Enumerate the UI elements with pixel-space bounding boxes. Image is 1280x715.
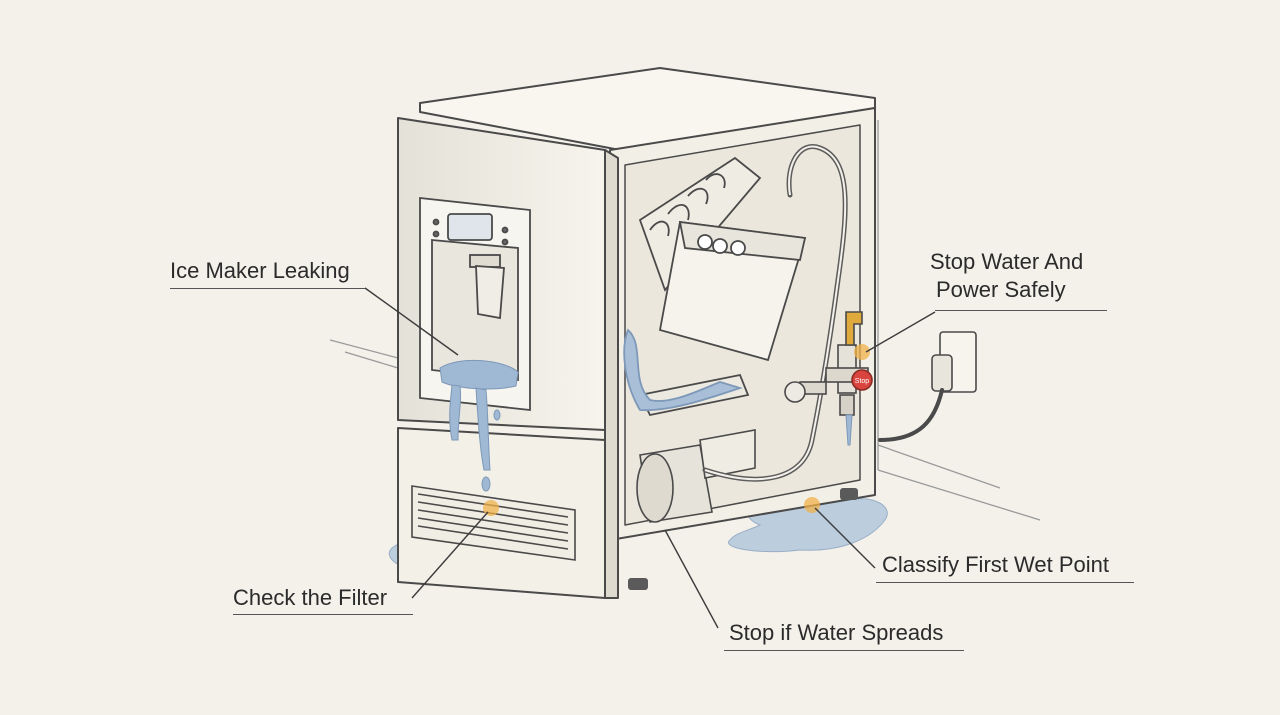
label-classify-wet-point: Classify First Wet Point (882, 552, 1109, 577)
hose-highlight (704, 145, 847, 481)
leader-stop-spreads (664, 529, 719, 629)
valve-drip (845, 414, 853, 446)
dispenser (419, 196, 531, 412)
highlight-markers (483, 344, 870, 516)
leader-ice-maker (364, 287, 459, 356)
shutoff-valve (784, 311, 873, 416)
wall-outlet (931, 331, 977, 393)
label-ice-maker-leaking: Ice Maker Leaking (170, 258, 350, 283)
label-stop-water-line2: Power Safely (936, 277, 1066, 302)
label-stop-water-spreads: Stop if Water Spreads (729, 620, 944, 645)
drip-tray (623, 328, 750, 417)
dispenser-leak (439, 359, 519, 492)
feet (628, 488, 858, 590)
room-lines (329, 120, 1041, 521)
leader-check-filter (411, 511, 489, 599)
compressor (636, 429, 756, 523)
label-stop-water-line1: Stop Water And (930, 249, 1084, 274)
underline-stop-spreads (724, 650, 964, 651)
power-cord (878, 388, 944, 442)
underline-check-filter (233, 614, 413, 615)
underline-stop-power (935, 310, 1107, 311)
underline-classify-wet (876, 582, 1134, 583)
leader-stop-power (865, 311, 936, 353)
leader-classify-wet (814, 507, 876, 569)
underline-ice-maker (170, 288, 365, 289)
label-check-filter: Check the Filter (233, 585, 388, 610)
leader-lines (364, 287, 936, 629)
valve-stop-tag: Stop (855, 378, 870, 385)
ice-bin (658, 220, 807, 362)
